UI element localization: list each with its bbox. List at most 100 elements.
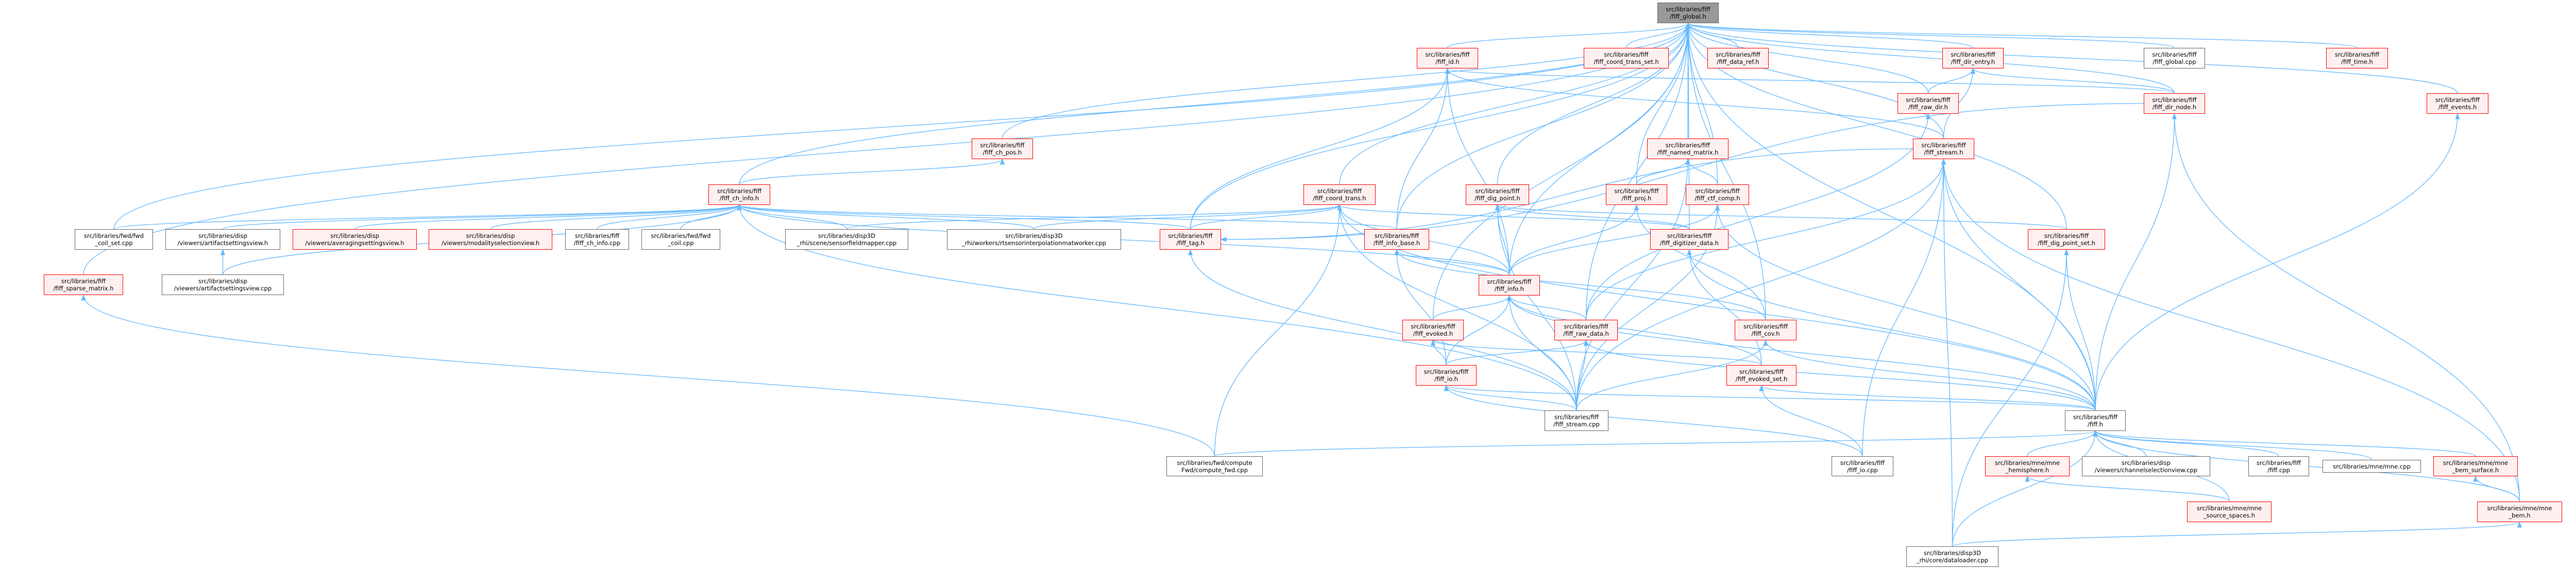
graph-node-dir-entry[interactable]: src/libraries/fiff /fiff_dir_entry.h <box>1942 48 2004 68</box>
edge-artifact_h-to-ch_info <box>222 204 742 230</box>
graph-node-label: src/libraries/fiff /fiff_data_ref.h <box>1716 51 1760 65</box>
graph-node-tag[interactable]: src/libraries/fiff /fiff_tag.h <box>1160 229 1221 250</box>
graph-node-averaging[interactable]: src/libraries/disp /viewers/averagingset… <box>293 229 417 250</box>
graph-node-stream-h[interactable]: src/libraries/fiff /fiff_stream.h <box>1913 139 1974 159</box>
graph-node-evoked[interactable]: src/libraries/fiff /fiff_evoked.h <box>1402 320 1464 340</box>
graph-node-label: src/libraries/disp /viewers/artifactsett… <box>177 232 268 247</box>
graph-node-global[interactable]: src/libraries/fiff /fiff_global.h <box>1657 3 1719 23</box>
graph-node-modality[interactable]: src/libraries/disp /viewers/modalitysele… <box>429 229 552 250</box>
graph-node-events[interactable]: src/libraries/fiff /fiff_events.h <box>2427 93 2488 114</box>
graph-node-label: src/libraries/fiff /fiff_dir_node.h <box>2152 96 2197 111</box>
graph-node-global-cpp[interactable]: src/libraries/fiff /fiff_global.cpp <box>2144 48 2205 68</box>
graph-node-info[interactable]: src/libraries/fiff /fiff_info.h <box>1479 275 1540 296</box>
graph-node-label: src/libraries/fiff /fiff_stream.h <box>1921 142 1966 156</box>
edge-io_cpp-to-stream_h <box>1862 158 1946 457</box>
edge-stream_cpp-to-dig_point <box>1495 204 1577 411</box>
graph-node-ctf-comp[interactable]: src/libraries/fiff /fiff_ctf_comp.h <box>1686 184 1749 205</box>
graph-node-label: src/libraries/mne/mne _bem_surface.h <box>2443 459 2508 474</box>
graph-node-bem[interactable]: src/libraries/mne/mne _bem.h <box>2477 502 2562 522</box>
graph-node-evoked-set[interactable]: src/libraries/fiff /fiff_evoked_set.h <box>1726 365 1797 386</box>
edge-raw_dir-to-global <box>1685 22 1929 94</box>
edge-stream_cpp-to-raw_data <box>1576 339 1589 411</box>
edge-events-to-global <box>1686 22 2458 94</box>
graph-node-named-matrix[interactable]: src/libraries/fiff /fiff_named_matrix.h <box>1647 139 1728 159</box>
graph-node-label: src/libraries/fiff /fiff_id.h <box>1425 51 1470 65</box>
graph-node-raw-data[interactable]: src/libraries/fiff /fiff_raw_data.h <box>1554 320 1618 340</box>
graph-node-fwd-coil-set[interactable]: src/libraries/fwd/fwd _coil_set.cpp <box>75 229 153 250</box>
graph-node-dig-point-set[interactable]: src/libraries/fiff /fiff_dig_point_set.h <box>2028 229 2105 250</box>
graph-node-fiff-cpp[interactable]: src/libraries/fiff /fiff.cpp <box>2248 456 2309 476</box>
graph-node-label: src/libraries/fiff /fiff_info_base.h <box>1373 232 1420 247</box>
edge-modality-to-ch_info <box>490 204 742 230</box>
graph-node-dir-node[interactable]: src/libraries/fiff /fiff_dir_node.h <box>2144 93 2205 114</box>
graph-node-info-base[interactable]: src/libraries/fiff /fiff_info_base.h <box>1364 229 1429 250</box>
edge-rtsensor-to-ch_info <box>737 204 1035 230</box>
graph-node-fwd-coil[interactable]: src/libraries/fwd/fwd _coil.cpp <box>641 229 720 250</box>
graph-node-label: src/libraries/fiff /fiff_cov.h <box>1743 323 1788 337</box>
edge-io_h-to-info_base <box>1394 249 1447 366</box>
edge-dataloader-to-dig_point_set <box>1952 249 2069 547</box>
edge-stream_cpp-to-named_matrix <box>1576 158 1690 411</box>
edge-info-to-id <box>1445 67 1510 275</box>
graph-node-bem-surface[interactable]: src/libraries/mne/mne _bem_surface.h <box>2433 456 2518 476</box>
edge-dataloader-to-bem <box>1952 521 2522 547</box>
graph-node-stream-cpp[interactable]: src/libraries/fiff /fiff_stream.cpp <box>1545 410 1608 431</box>
graph-node-label: src/libraries/fiff /fiff_dig_point_set.h <box>2038 232 2095 247</box>
edge-stream_cpp-to-stream_h <box>1576 158 1946 411</box>
edge-id-to-global <box>1447 22 1690 48</box>
graph-node-proj[interactable]: src/libraries/fiff /fiff_proj.h <box>1606 184 1667 205</box>
graph-node-artifact-h[interactable]: src/libraries/disp /viewers/artifactsett… <box>165 229 280 250</box>
graph-node-compute-fwd[interactable]: src/libraries/fwd/compute Fwd/compute_fw… <box>1166 456 1263 476</box>
graph-node-label: src/libraries/fwd/compute Fwd/compute_fw… <box>1177 459 1252 474</box>
graph-node-ch-info-cpp[interactable]: src/libraries/fiff /fiff_ch_info.cpp <box>565 229 629 250</box>
graph-node-label: src/libraries/disp3D _rhi/scene/sensorfi… <box>796 232 897 247</box>
graph-node-ch-pos[interactable]: src/libraries/fiff /fiff_ch_pos.h <box>972 139 1033 159</box>
graph-node-hemisphere[interactable]: src/libraries/mne/mne _hemisphere.h <box>1985 456 2070 476</box>
graph-node-ch-info[interactable]: src/libraries/fiff /fiff_ch_info.h <box>708 184 770 205</box>
graph-node-label: src/libraries/fiff /fiff_stream.cpp <box>1553 413 1600 428</box>
graph-node-label: src/libraries/fiff /fiff.cpp <box>2256 459 2301 474</box>
edge-evoked_set-to-digitizer <box>1687 249 1762 366</box>
graph-node-label: src/libraries/disp3D _rhi/core/dataloade… <box>1916 549 1989 564</box>
graph-node-label: src/libraries/fiff /fiff_time.h <box>2334 51 2380 65</box>
graph-node-dataloader[interactable]: src/libraries/disp3D _rhi/core/dataloade… <box>1906 546 1998 567</box>
graph-node-io-cpp[interactable]: src/libraries/fiff /fiff_io.cpp <box>1832 456 1893 476</box>
edge-info-to-ch_info <box>737 204 1510 275</box>
graph-node-label: src/libraries/disp /viewers/averagingset… <box>305 232 404 247</box>
graph-node-sparse[interactable]: src/libraries/fiff /fiff_sparse_matrix.h <box>44 274 123 295</box>
edge-dir_node-to-global <box>1685 22 2175 94</box>
graph-node-coord-trans[interactable]: src/libraries/fiff /fiff_coord_trans.h <box>1303 184 1376 205</box>
graph-node-io-h[interactable]: src/libraries/fiff /fiff_io.h <box>1416 365 1477 386</box>
graph-node-label: src/libraries/mne/mne _hemisphere.h <box>1994 459 2060 474</box>
graph-node-rtsensor[interactable]: src/libraries/disp3D _rhi/workers/rtsens… <box>947 229 1121 250</box>
graph-node-artifact-cpp[interactable]: src/libraries/disp /viewers/artifactsett… <box>162 274 284 295</box>
graph-node-label: src/libraries/fiff /fiff_info.h <box>1487 278 1532 292</box>
graph-node-source-spaces[interactable]: src/libraries/mne/mne _source_spaces.h <box>2187 502 2272 522</box>
edge-dir_entry-to-global <box>1686 22 1974 48</box>
edge-stream_cpp-to-tag <box>1188 249 1577 411</box>
graph-node-data-ref[interactable]: src/libraries/fiff /fiff_data_ref.h <box>1707 48 1769 68</box>
graph-node-label: src/libraries/disp3D _rhi/workers/rtsens… <box>962 232 1106 247</box>
edge-compute_fwd-to-coord_trans <box>1214 204 1342 457</box>
graph-node-id[interactable]: src/libraries/fiff /fiff_id.h <box>1417 48 1478 68</box>
edge-digitizer-to-coord_trans <box>1337 204 1690 230</box>
graph-node-sensorfield[interactable]: src/libraries/disp3D _rhi/scene/sensorfi… <box>785 229 908 250</box>
graph-node-time[interactable]: src/libraries/fiff /fiff_time.h <box>2326 48 2388 68</box>
edge-fiff_h-to-dig_point_set <box>2064 249 2096 411</box>
graph-node-coord-trans-set[interactable]: src/libraries/fiff /fiff_coord_trans_set… <box>1584 48 1669 68</box>
edge-source_spaces-to-hemisphere <box>2025 475 2230 502</box>
graph-node-raw-dir[interactable]: src/libraries/fiff /fiff_raw_dir.h <box>1897 93 1959 114</box>
edge-dataloader-to-fiff_h <box>1952 430 2098 547</box>
edge-bem_surface-to-fiff_h <box>2093 430 2476 457</box>
graph-node-dig-point[interactable]: src/libraries/fiff /fiff_dig_point.h <box>1466 184 1529 205</box>
graph-node-chansel[interactable]: src/libraries/disp /viewers/channelselec… <box>2082 456 2210 476</box>
graph-node-cov[interactable]: src/libraries/fiff /fiff_cov.h <box>1735 320 1797 340</box>
graph-node-fiff-h[interactable]: src/libraries/fiff /fiff.h <box>2065 410 2126 431</box>
graph-node-mne-cpp[interactable]: src/libraries/mne/mne.cpp <box>2323 460 2421 473</box>
edge-time-to-global <box>1686 22 2358 48</box>
edge-fiff_h-to-dir_node <box>2095 113 2177 411</box>
graph-node-label: src/libraries/fiff /fiff_global.h <box>1666 6 1710 20</box>
graph-node-digitizer[interactable]: src/libraries/fiff /fiff_digitizer_data.… <box>1650 229 1728 250</box>
edge-coord_trans-to-global <box>1339 22 1691 185</box>
edge-stream_h-to-id <box>1445 67 1944 139</box>
